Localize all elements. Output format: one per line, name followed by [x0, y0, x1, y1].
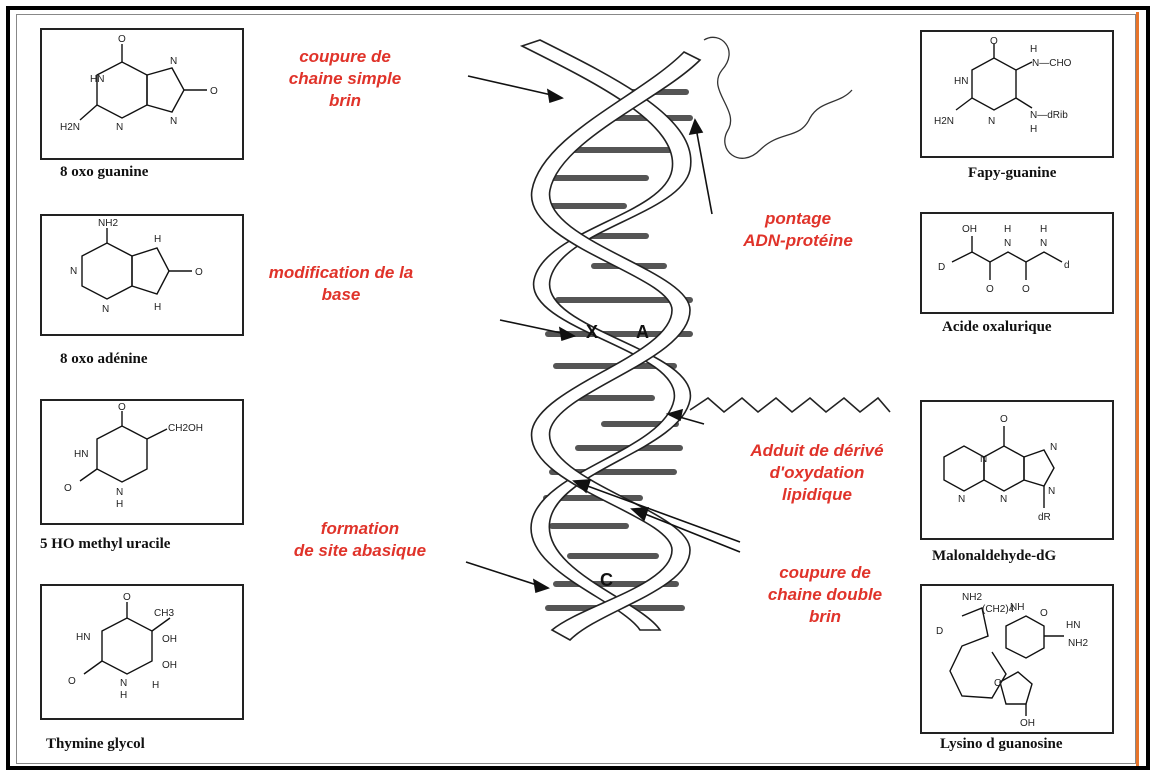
label-lipid-adduct: Adduit de dérivé d'oxydation lipidique [712, 440, 922, 506]
base-x-label: X [586, 322, 598, 342]
label-base-modification: modification de la base [236, 262, 446, 306]
base-a-label: A [636, 322, 649, 342]
helix-strands [522, 40, 700, 640]
label-single-strand-break: coupure de chaine simple brin [260, 46, 430, 112]
label-dna-protein-crosslink: pontage ADN-protéine [708, 208, 888, 252]
label-double-strand-break: coupure de chaine double brin [730, 562, 920, 628]
label-abasic-site: formation de site abasique [270, 518, 450, 562]
lipid-chain [690, 398, 890, 412]
protein-crosslink [704, 37, 852, 158]
base-c-label: C [600, 570, 613, 590]
